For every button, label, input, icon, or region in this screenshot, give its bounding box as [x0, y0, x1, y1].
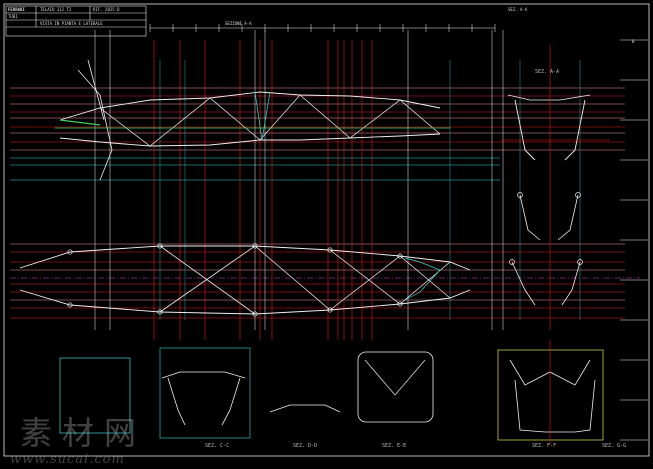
- side-view-bulkhead: [254, 91, 271, 141]
- plan-view-x-brace-2: [159, 245, 256, 313]
- section-view-box-1: [59, 357, 131, 434]
- plan-view-node: [327, 307, 333, 313]
- section-c-left-member: [511, 261, 536, 306]
- section-label-g: SEZ. G-G: [602, 443, 627, 449]
- side-view-green-detail: [59, 119, 101, 126]
- side-view-diagonal-bracing: [99, 94, 441, 147]
- section-f-body: [514, 379, 596, 433]
- section-c-top: [161, 371, 246, 379]
- section-a-left-leg: [514, 99, 536, 161]
- header-note-center: SEZIONE A-A: [225, 21, 252, 26]
- title-line-4: RIF. 2025-D: [93, 7, 120, 12]
- plan-view-node: [327, 247, 333, 253]
- section-e-bracing: [364, 359, 426, 396]
- front-upright: [77, 69, 113, 181]
- section-joint: [517, 192, 523, 198]
- section-e-outline: [357, 351, 434, 423]
- section-b-right-member: [557, 194, 579, 241]
- section-label-d: SEZ. D-D: [293, 443, 318, 449]
- drawing-lines-layer: [10, 24, 648, 441]
- title-logo: FERRARI: [8, 7, 25, 12]
- plan-view-rear-bracing: [254, 245, 451, 311]
- plan-view-node: [67, 249, 73, 255]
- section-label-f: SEZ. F-F: [532, 443, 557, 449]
- front-strut: [87, 59, 105, 121]
- plan-view-node: [397, 253, 403, 259]
- section-c-left: [167, 377, 186, 426]
- section-a-right-leg: [564, 99, 586, 161]
- watermark-url: www.sucai.com: [10, 452, 125, 467]
- header-side-mark: B: [632, 39, 635, 44]
- section-label-c: SEZ. C-C: [205, 443, 230, 449]
- section-joint: [575, 192, 581, 198]
- section-a-top-member: [507, 94, 591, 101]
- section-d-member: [269, 404, 341, 413]
- plan-view-node: [252, 243, 258, 249]
- side-view-top-rail: [59, 91, 441, 121]
- plan-view-rear-bracing-2: [329, 249, 451, 305]
- title-line-2: TUBI: [8, 14, 18, 19]
- plan-view-upper-rail: [19, 245, 471, 271]
- plan-view-lower-rail: [19, 289, 471, 315]
- section-c-right: [221, 377, 241, 426]
- plan-view-node: [67, 302, 73, 308]
- drawing-frame: [3, 3, 650, 457]
- plan-view-node: [397, 301, 403, 307]
- watermark-text: 素材网: [20, 414, 147, 452]
- plan-view-x-brace-1: [159, 245, 256, 315]
- section-view-box-2: [159, 347, 251, 439]
- title-block-frame: [5, 5, 147, 37]
- title-line-1: TELAIO 312 T2: [40, 7, 72, 12]
- plan-view-node: [157, 309, 163, 315]
- drawing-parts-layer: [19, 45, 610, 445]
- plan-view-node: [252, 311, 258, 317]
- section-b-left-member: [519, 194, 541, 241]
- section-label-a: SEZ. A-A: [535, 69, 560, 75]
- plan-view-node: [157, 243, 163, 249]
- header-note-right: SEZ. A-A: [508, 7, 528, 12]
- title-line-3: VISTA IN PIANTA E LATERALE: [40, 21, 103, 26]
- plan-view-rear-subframe: [404, 257, 441, 301]
- section-f-outline: [497, 349, 604, 441]
- section-joint: [577, 259, 583, 265]
- section-joint: [509, 259, 515, 265]
- section-label-e: SEZ. E-E: [382, 443, 407, 449]
- section-c-right-member: [561, 261, 581, 306]
